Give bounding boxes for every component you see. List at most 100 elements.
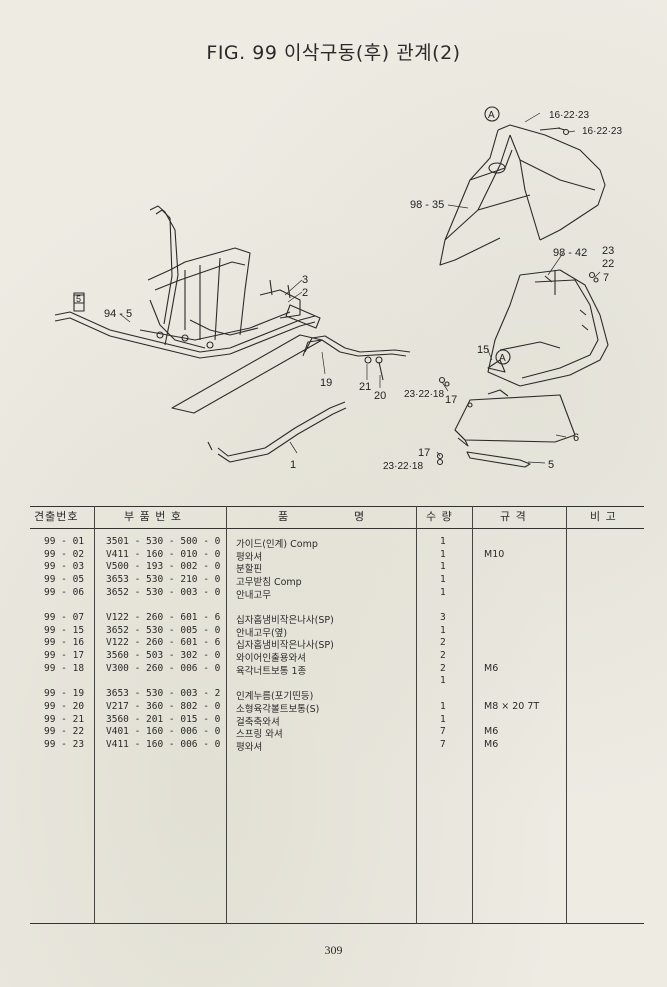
header-note: 비 고 — [590, 510, 617, 523]
ref-no-cell: 99 - 05 — [44, 574, 85, 585]
qty-cell: 1 — [440, 701, 446, 712]
upper-cover-drawing — [439, 124, 606, 266]
part-no-cell: V122 - 260 - 601 - 6 — [106, 637, 221, 648]
guide-rail-drawing — [171, 334, 347, 463]
lower-cover-drawing — [487, 269, 609, 387]
spec-cell: M6 — [484, 663, 499, 674]
spec-cell: M8 × 20 7T — [484, 701, 540, 712]
part-no-cell: V500 - 193 - 002 - 0 — [106, 561, 221, 572]
part-name-cell: 평와셔 — [236, 742, 263, 753]
page-number: 309 — [324, 943, 343, 957]
part-no-cell: V401 - 160 - 006 - 0 — [106, 726, 221, 737]
rubber-mat-drawing — [454, 389, 576, 447]
guide-rubber-drawing — [466, 451, 531, 468]
part-no-cell: V217 - 360 - 802 - 0 — [106, 701, 221, 712]
callout-17-b: 17 — [418, 447, 430, 459]
ref-no-cell: 99 - 06 — [44, 587, 85, 598]
qty-cell: 1 — [440, 549, 446, 560]
table-top-border — [30, 506, 644, 507]
callout-98-35: 98 - 35 — [410, 199, 444, 211]
ref-no-cell: 99 - 02 — [44, 549, 85, 560]
header-name-a: 품 — [278, 510, 290, 523]
ref-no-cell: 99 - 03 — [44, 561, 85, 572]
callout-15: 15 — [477, 344, 489, 356]
table-row: 99 - 03 V500 - 193 - 002 - 0 분할핀 1 — [30, 561, 644, 575]
part-name-cell: 분할핀 — [236, 564, 263, 575]
table-header-border — [30, 528, 644, 529]
callout-23-22-18-a: 23·22·18 — [404, 389, 444, 400]
part-name-cell: 고무받침 Comp — [236, 577, 302, 588]
part-name-cell: 걸축축와셔 — [236, 717, 280, 728]
spec-cell: M10 — [484, 549, 505, 560]
wire-drawing — [302, 335, 411, 381]
column-divider — [94, 506, 95, 924]
qty-cell: 1 — [440, 574, 446, 585]
part-name-cell: 십자홈냄비작은나사(SP) — [236, 615, 334, 626]
part-no-cell: V300 - 260 - 006 - 0 — [106, 663, 221, 674]
part-no-cell: 3652 - 530 - 005 - 0 — [106, 625, 221, 636]
qty-cell: 7 — [440, 726, 446, 737]
circle-a-marker-2 — [495, 349, 511, 365]
ref-no-cell: 99 - 17 — [44, 650, 85, 661]
spec-cell: M6 — [484, 739, 499, 750]
part-no-cell: 3653 - 530 - 210 - 0 — [106, 574, 221, 585]
callout-16-22-23-b: 16·22·23 — [582, 126, 622, 137]
qty-cell: 1 — [440, 625, 446, 636]
callout-16-22-23-a: 16·22·23 — [549, 110, 589, 121]
callout-23-22-18-b: 23·22·18 — [383, 461, 423, 472]
qty-cell: 1 — [440, 536, 446, 547]
table-row: 1 — [30, 675, 644, 687]
part-name-cell: 육각너트보통 1종 — [236, 666, 307, 677]
qty-cell: 7 — [440, 739, 446, 750]
header-spec: 규 격 — [500, 510, 527, 523]
header-part-no: 부 품 번 호 — [124, 510, 182, 523]
callout-1: 1 — [290, 459, 296, 471]
qty-cell: 1 — [440, 587, 446, 598]
table-row: 99 - 17 3560 - 503 - 302 - 0 와이어인출용와셔 2 — [30, 650, 644, 664]
box-marker — [73, 292, 85, 304]
qty-cell: 2 — [440, 637, 446, 648]
qty-cell: 1 — [440, 561, 446, 572]
callout-21: 21 — [359, 381, 371, 393]
qty-cell: 1 — [440, 714, 446, 725]
qty-cell: 1 — [440, 675, 446, 686]
callout-94-5: 94 - 5 — [104, 308, 132, 320]
spec-cell: M6 — [484, 726, 499, 737]
part-name-cell: 인계누름(포기띤등) — [236, 691, 314, 702]
callout-2: 2 — [302, 287, 308, 299]
parts-diagram: 94 - 5 5 3 2 19 21 20 1 A 16·22·23 16·22… — [54, 106, 622, 472]
header-name-b: 명 — [354, 510, 366, 523]
column-divider — [472, 506, 473, 924]
ref-no-cell: 99 - 18 — [44, 663, 85, 674]
table-bottom-border — [30, 923, 644, 924]
part-name-cell: 안내고무(옆) — [236, 628, 288, 639]
table-row: 99 - 05 3653 - 530 - 210 - 0 고무받침 Comp 1 — [30, 574, 644, 588]
part-name-cell: 와이어인출용와셔 — [236, 653, 306, 664]
part-name-cell: 십자홈냄비작은나사(SP) — [236, 640, 334, 651]
callout-98-42: 98 - 42 — [553, 247, 587, 259]
part-name-cell: 평와셔 — [236, 552, 263, 563]
ref-no-cell: 99 - 19 — [44, 688, 85, 699]
qty-cell: 2 — [440, 650, 446, 661]
ref-no-cell: 99 - 01 — [44, 536, 85, 547]
hardware-drawing — [436, 128, 599, 466]
table-row: 99 - 02 V411 - 160 - 010 - 0 평와셔 1 M10 — [30, 549, 644, 563]
part-no-cell: V411 - 160 - 010 - 0 — [106, 549, 221, 560]
callout-23: 23 — [602, 245, 614, 257]
callout-20: 20 — [374, 390, 386, 402]
callout-6: 6 — [573, 432, 579, 444]
part-no-cell: 3560 - 503 - 302 - 0 — [106, 650, 221, 661]
column-divider — [566, 506, 567, 924]
callout-7: 7 — [603, 272, 609, 284]
callout-a-2: A — [499, 353, 506, 364]
part-no-cell: 3560 - 201 - 015 - 0 — [106, 714, 221, 725]
callout-19: 19 — [320, 377, 332, 389]
